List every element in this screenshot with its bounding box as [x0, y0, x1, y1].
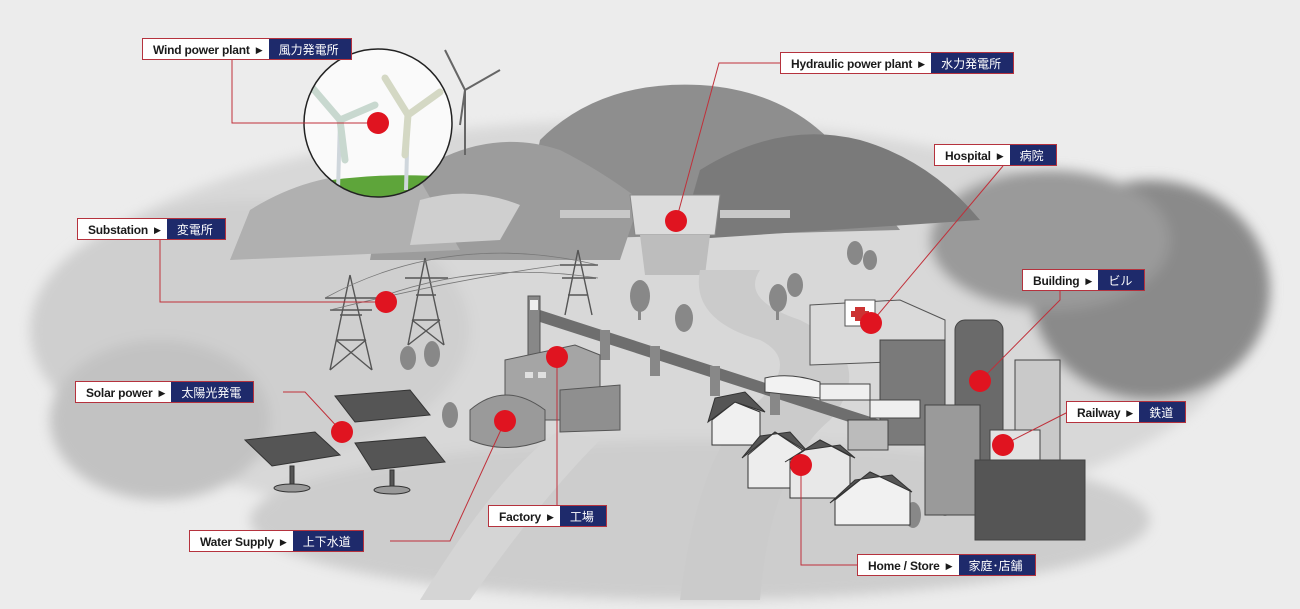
label-jp: 鉄道	[1139, 402, 1186, 422]
bridge	[540, 310, 880, 432]
label-jp: 変電所	[166, 219, 225, 239]
marker-hydraulic	[665, 210, 687, 232]
label-en: Wind power plant	[153, 43, 250, 57]
dam	[560, 194, 790, 275]
marker-factory	[546, 346, 568, 368]
label-water-supply: Water Supply ▶ 上下水道	[189, 530, 364, 552]
label-en: Building	[1033, 274, 1080, 288]
markers	[331, 112, 1014, 476]
label-hospital: Hospital ▶ 病院	[934, 144, 1057, 166]
label-jp: ビル	[1098, 270, 1145, 290]
marker-railway	[992, 434, 1014, 456]
marker-wind	[367, 112, 389, 134]
arrow-right-icon: ▶	[255, 45, 263, 55]
label-home-store: Home / Store ▶ 家庭･店舗	[857, 554, 1036, 576]
label-en: Railway	[1077, 406, 1121, 420]
label-en: Hydraulic power plant	[791, 57, 913, 71]
label-factory: Factory ▶ 工場	[488, 505, 607, 527]
solar-panels	[243, 389, 446, 495]
label-solar-power: Solar power ▶ 太陽光発電	[75, 381, 255, 403]
wind-turbine-background	[444, 49, 501, 155]
label-en: Hospital	[945, 149, 991, 163]
arrow-right-icon: ▶	[546, 512, 554, 522]
label-hydraulic-power-plant: Hydraulic power plant ▶ 水力発電所	[780, 52, 1015, 74]
label-en: Factory	[499, 510, 541, 524]
factory	[469, 295, 621, 448]
label-jp: 上下水道	[292, 531, 363, 551]
label-railway: Railway ▶ 鉄道	[1066, 401, 1187, 423]
marker-home	[790, 454, 812, 476]
label-en: Home / Store	[868, 559, 940, 573]
label-substation: Substation ▶ 変電所	[77, 218, 226, 240]
arrow-right-icon: ▶	[996, 151, 1004, 161]
marker-solar	[331, 421, 353, 443]
arrow-right-icon: ▶	[1085, 276, 1093, 286]
label-jp: 水力発電所	[931, 53, 1014, 73]
transmission-towers	[324, 249, 599, 371]
arrow-right-icon: ▶	[154, 225, 161, 235]
arrow-right-icon: ▶	[1126, 408, 1134, 418]
arrow-right-icon: ▶	[918, 59, 926, 69]
label-en: Water Supply	[200, 535, 274, 549]
label-jp: 家庭･店舗	[958, 555, 1035, 575]
arrow-right-icon: ▶	[279, 537, 287, 547]
label-jp: 病院	[1009, 145, 1056, 165]
label-jp: 太陽光発電	[171, 382, 254, 402]
label-building: Building ▶ ビル	[1022, 269, 1146, 291]
train	[764, 375, 921, 419]
marker-building	[969, 370, 991, 392]
label-jp: 工場	[559, 506, 606, 526]
label-en: Substation	[88, 223, 148, 237]
leader-lines	[159, 60, 1100, 566]
arrow-right-icon: ▶	[945, 561, 953, 571]
label-jp: 風力発電所	[268, 39, 351, 59]
houses	[707, 391, 913, 526]
marker-hospital	[860, 312, 882, 334]
label-en: Solar power	[86, 386, 153, 400]
arrow-right-icon: ▶	[158, 388, 166, 398]
marker-substation	[375, 291, 397, 313]
marker-water	[494, 410, 516, 432]
label-wind-power-plant: Wind power plant ▶ 風力発電所	[142, 38, 352, 60]
